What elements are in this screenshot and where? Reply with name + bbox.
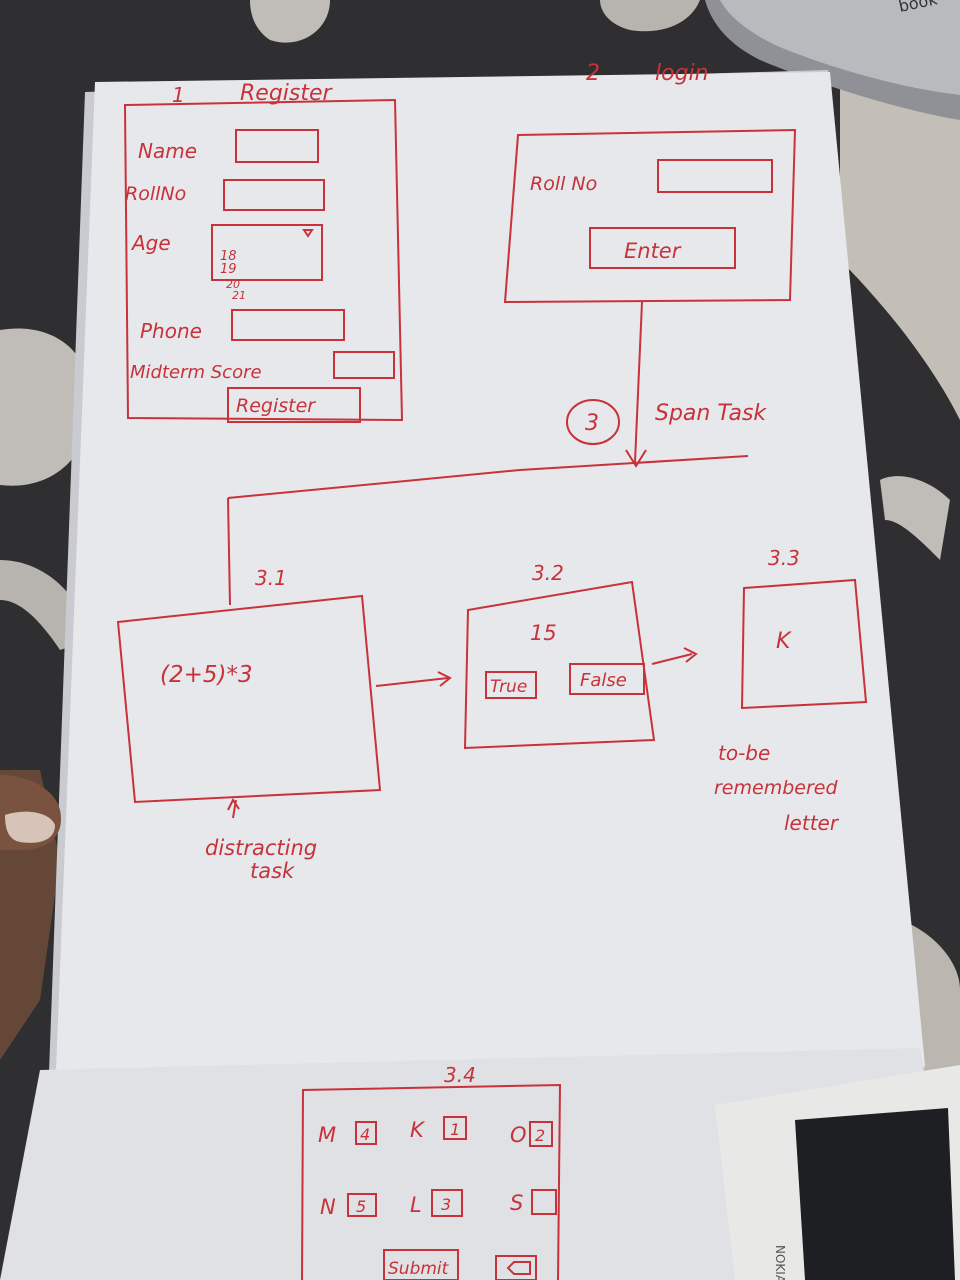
rollno-label: RollNo — [125, 183, 186, 205]
login-title: login — [655, 61, 709, 86]
delete-button-box — [495, 1255, 537, 1280]
arrow-head-icon — [683, 647, 698, 663]
value-text: 15 — [530, 621, 557, 645]
arrow-3-1-to-3-2 — [375, 677, 449, 687]
screen-3-1-sketch — [116, 594, 452, 819]
recall-letter: M — [318, 1123, 336, 1147]
recall-number: 3 — [441, 1195, 451, 1214]
register-texts: 1 Register Name RollNo Age 18 19 20 21 P… — [125, 81, 334, 417]
submit-button-box — [383, 1249, 459, 1280]
letter-caption-1: to-be — [718, 741, 770, 765]
screen-3-2-texts: 3.2 15 True False — [490, 561, 627, 697]
age-option-1: 18 — [220, 249, 237, 264]
screen-3-1-texts: 3.1 (2+5)*3 distracting task — [160, 566, 317, 883]
login-to-span-arrow — [634, 301, 643, 463]
screen-3-4-frame — [301, 1083, 562, 1280]
register-number: 1 — [172, 83, 185, 107]
recall-box — [431, 1189, 463, 1217]
backspace-icon — [506, 1261, 531, 1275]
expression-text: (2+5)*3 — [160, 662, 253, 688]
register-screen-sketch — [123, 98, 404, 423]
register-frame — [123, 98, 404, 422]
recall-letter: L — [410, 1193, 422, 1217]
login-rollno-label: Roll No — [530, 173, 597, 195]
age-option-4: 21 — [232, 289, 246, 302]
recall-letter: N — [320, 1195, 336, 1219]
screen-3-2-frame — [463, 580, 656, 750]
recall-number: 1 — [450, 1120, 460, 1139]
recall-letter: S — [510, 1191, 523, 1215]
phone-label: Phone — [140, 319, 202, 343]
login-screen-sketch — [503, 128, 797, 468]
phone-brand-label: NOKIA — [773, 1245, 787, 1280]
screen-3-1-number: 3.1 — [255, 566, 287, 590]
span-title: Span Task — [655, 401, 767, 426]
rollno-field — [223, 179, 325, 211]
recall-number: 2 — [535, 1126, 545, 1145]
screen-3-4-sketch — [301, 1083, 562, 1280]
enter-button-box — [589, 227, 736, 269]
submit-button-label: Submit — [388, 1259, 450, 1279]
chevron-down-icon — [302, 229, 314, 238]
recall-box — [347, 1193, 377, 1217]
span-number: 3 — [585, 411, 599, 436]
screen-3-4-texts: 3.4 M 4 K 1 O 2 N 5 L 3 S Submit — [318, 1063, 545, 1279]
notebook-device: book — [705, 0, 960, 120]
login-frame — [503, 128, 797, 304]
screen-3-4-number: 3.4 — [444, 1063, 476, 1087]
branch-down-line — [227, 497, 231, 606]
recall-number: 4 — [360, 1125, 370, 1144]
recall-box — [531, 1189, 557, 1215]
finger — [0, 775, 61, 850]
letter-caption-2: remembered — [714, 777, 838, 799]
nokia-phone: NOKIA — [715, 1065, 960, 1280]
letter-caption-3: letter — [784, 811, 840, 835]
distracting-caption-1: distracting — [205, 836, 317, 860]
arrow-3-2-to-3-3 — [651, 653, 693, 665]
age-option-3: 20 — [226, 278, 240, 291]
login-rollno-field — [657, 159, 773, 193]
name-label: Name — [138, 139, 197, 163]
letter-text: K — [776, 629, 792, 654]
screen-3-2-number: 3.2 — [532, 561, 564, 585]
false-button-box — [569, 663, 645, 695]
arrow-head-icon — [437, 671, 452, 687]
arrow-head-icon — [625, 449, 647, 468]
register-button-box — [227, 387, 361, 423]
recall-box — [529, 1121, 553, 1147]
midterm-label: Midterm Score — [130, 362, 262, 383]
false-button-label: False — [580, 670, 627, 691]
recall-box — [355, 1121, 377, 1145]
age-dropdown — [211, 224, 323, 281]
span-task-texts: 3 Span Task — [585, 401, 767, 436]
login-number: 2 — [586, 61, 600, 86]
screen-3-3-number: 3.3 — [768, 546, 800, 570]
age-label: Age — [130, 231, 171, 255]
screen-3-2-sketch — [463, 580, 698, 750]
enter-button-label: Enter — [624, 239, 682, 263]
name-field — [235, 129, 319, 163]
span-number-circle — [566, 399, 620, 445]
recall-letter: K — [410, 1118, 426, 1142]
recall-number: 5 — [356, 1197, 366, 1216]
register-title: Register — [240, 81, 334, 106]
span-task-connectors — [227, 399, 749, 606]
register-button-label: Register — [236, 395, 316, 417]
recall-box — [443, 1116, 467, 1140]
screen-3-3-sketch — [740, 578, 868, 710]
recall-letter: O — [510, 1123, 527, 1147]
phone-field — [231, 309, 345, 341]
true-button-box — [485, 671, 537, 699]
screen-3-3-texts: 3.3 K to-be remembered letter — [714, 546, 840, 835]
age-option-2: 19 — [220, 262, 237, 277]
screen-3-1-frame — [116, 594, 382, 804]
true-button-label: True — [490, 677, 527, 697]
midterm-field — [333, 351, 395, 379]
arrow-up-icon — [227, 798, 240, 811]
distracting-caption-2: task — [250, 859, 295, 883]
screen-3-3-frame — [740, 578, 868, 710]
span-branch-line — [227, 455, 749, 499]
login-texts: 2 login Roll No Enter — [530, 61, 709, 263]
